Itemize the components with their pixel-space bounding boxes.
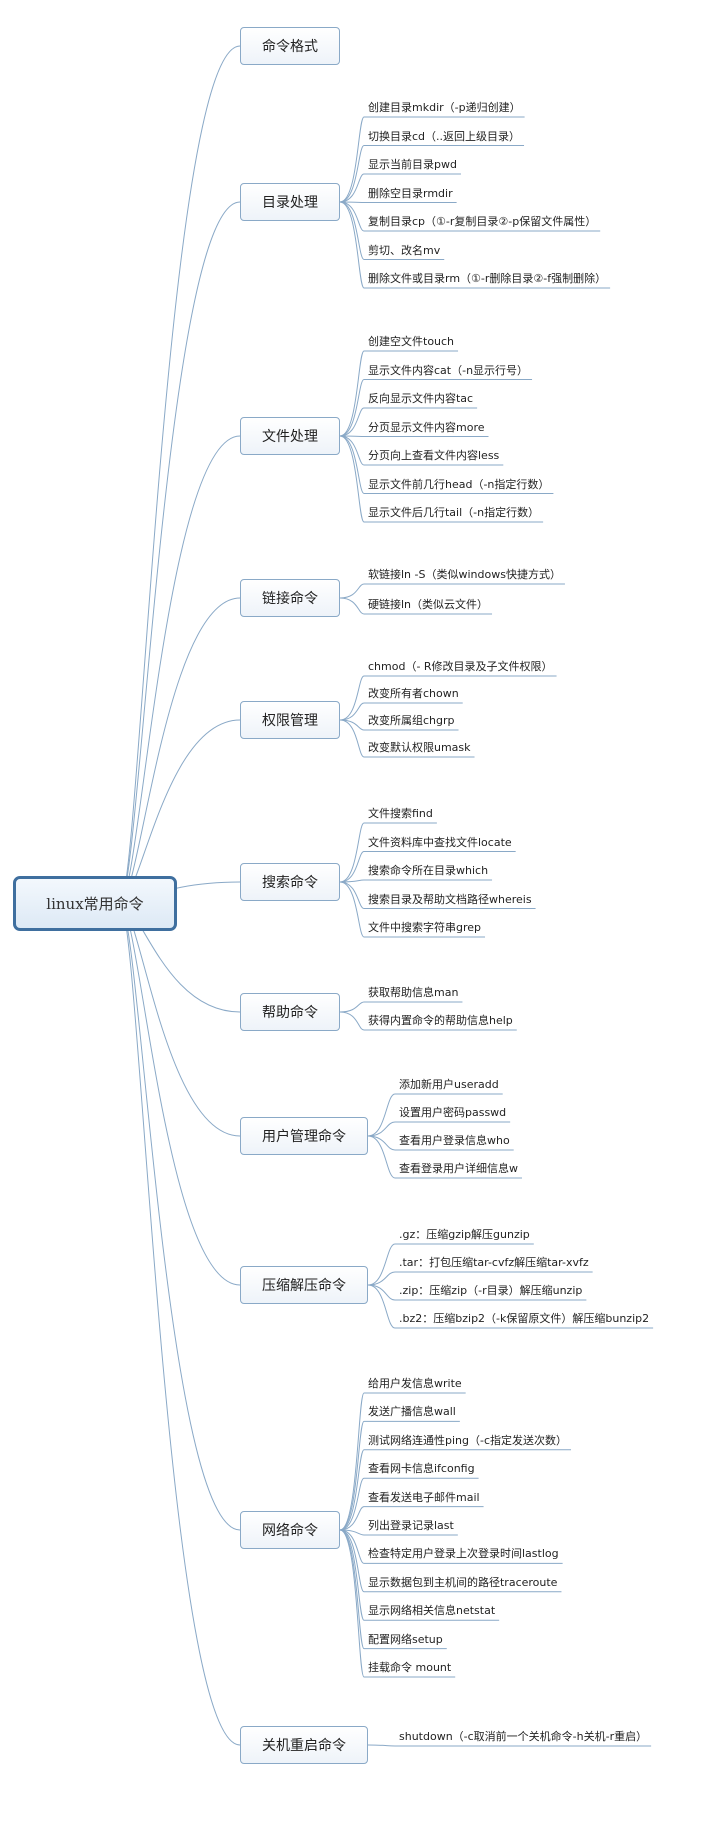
leaf-item[interactable]: 添加新用户useradd	[399, 1078, 499, 1091]
leaf-item[interactable]: 查看网卡信息ifconfig	[368, 1462, 475, 1476]
leaf-item[interactable]: 文件资料库中查找文件locate	[368, 835, 512, 849]
leaf-item[interactable]: 显示文件内容cat（-n显示行号）	[368, 363, 529, 377]
leaf-item[interactable]: 设置用户密码passwd	[399, 1106, 507, 1119]
branch-node[interactable]: 权限管理	[240, 701, 340, 739]
leaf-item[interactable]: 配置网络setup	[368, 1632, 443, 1646]
branch-node[interactable]: 搜索命令	[240, 863, 340, 901]
branch-node[interactable]: 用户管理命令	[240, 1117, 368, 1155]
leaf-item[interactable]: 剪切、改名mv	[368, 243, 441, 257]
leaf-item[interactable]: 查看用户登录信息who	[399, 1134, 510, 1147]
leaf-item[interactable]: chmod（- R修改目录及子文件权限）	[368, 660, 553, 673]
leaf-item[interactable]: 获得内置命令的帮助信息help	[368, 1014, 513, 1027]
leaf-item[interactable]: 测试网络连通性ping（-c指定发送次数）	[368, 1433, 568, 1447]
leaf-item[interactable]: 删除文件或目录rm（①-r删除目录②-f强制删除）	[368, 272, 607, 285]
leaf-item[interactable]: 检查特定用户登录上次登录时间lastlog	[368, 1547, 559, 1561]
leaf-item[interactable]: 创建目录mkdir（-p递归创建）	[368, 101, 521, 114]
leaf-item[interactable]: 删除空目录rmdir	[368, 186, 453, 200]
root-node[interactable]: linux常用命令	[13, 876, 177, 931]
leaf-item[interactable]: 发送广播信息wall	[368, 1405, 456, 1419]
leaf-item[interactable]: 挂载命令 mount	[368, 1661, 452, 1674]
leaf-item[interactable]: 硬链接ln（类似云文件）	[368, 598, 489, 611]
branch-node[interactable]: 命令格式	[240, 27, 340, 65]
leaf-item[interactable]: 显示数据包到主机间的路径traceroute	[368, 1575, 558, 1589]
leaf-item[interactable]: 分页显示文件内容more	[368, 420, 485, 434]
leaf-item[interactable]: 搜索命令所在目录which	[368, 864, 489, 877]
leaf-item[interactable]: shutdown（-c取消前一个关机命令-h关机-r重启）	[399, 1730, 648, 1743]
leaf-item[interactable]: 显示文件后几行tail（-n指定行数）	[368, 506, 540, 519]
leaf-item[interactable]: 查看登录用户详细信息w	[399, 1162, 518, 1175]
branch-node[interactable]: 目录处理	[240, 183, 340, 221]
leaf-item[interactable]: 显示当前目录pwd	[368, 158, 457, 171]
leaf-item[interactable]: 复制目录cp（①-r复制目录②-p保留文件属性）	[368, 215, 597, 228]
leaf-item[interactable]: 改变所属组chgrp	[368, 714, 455, 727]
branch-node[interactable]: 网络命令	[240, 1511, 340, 1549]
leaf-item[interactable]: 搜索目录及帮助文档路径whereis	[368, 892, 532, 906]
branch-node[interactable]: 压缩解压命令	[240, 1266, 368, 1304]
leaf-item[interactable]: 分页向上查看文件内容less	[368, 449, 500, 462]
leaf-item[interactable]: .bz2：压缩bzip2（-k保留原文件）解压缩bunzip2	[399, 1312, 650, 1325]
branch-node[interactable]: 链接命令	[240, 579, 340, 617]
leaf-item[interactable]: 改变所有者chown	[368, 687, 459, 700]
leaf-item[interactable]: 切换目录cd（..返回上级目录）	[368, 129, 521, 143]
branch-node[interactable]: 关机重启命令	[240, 1726, 368, 1764]
leaf-item[interactable]: .zip：压缩zip（-r目录）解压缩unzip	[399, 1284, 583, 1297]
leaf-item[interactable]: 改变默认权限umask	[368, 741, 471, 754]
leaf-item[interactable]: 创建空文件touch	[368, 335, 455, 348]
leaf-item[interactable]: 查看发送电子邮件mail	[368, 1490, 480, 1504]
leaf-item[interactable]: 列出登录记录last	[368, 1519, 454, 1532]
leaf-item[interactable]: .gz：压缩gzip解压gunzip	[399, 1228, 530, 1241]
leaf-item[interactable]: 给用户发信息write	[368, 1377, 462, 1390]
leaf-item[interactable]: 文件搜索find	[368, 807, 433, 820]
leaf-item[interactable]: 软链接ln -S（类似windows快捷方式）	[368, 568, 561, 581]
leaf-item[interactable]: 显示文件前几行head（-n指定行数）	[368, 477, 550, 491]
leaf-item[interactable]: 显示网络相关信息netstat	[368, 1604, 496, 1618]
branch-node[interactable]: 帮助命令	[240, 993, 340, 1031]
branch-node[interactable]: 文件处理	[240, 417, 340, 455]
leaf-item[interactable]: .tar：打包压缩tar-cvfz解压缩tar-xvfz	[399, 1256, 589, 1269]
leaf-item[interactable]: 反向显示文件内容tac	[368, 392, 474, 405]
leaf-item[interactable]: 文件中搜索字符串grep	[368, 921, 482, 934]
leaf-item[interactable]: 获取帮助信息man	[368, 986, 459, 999]
